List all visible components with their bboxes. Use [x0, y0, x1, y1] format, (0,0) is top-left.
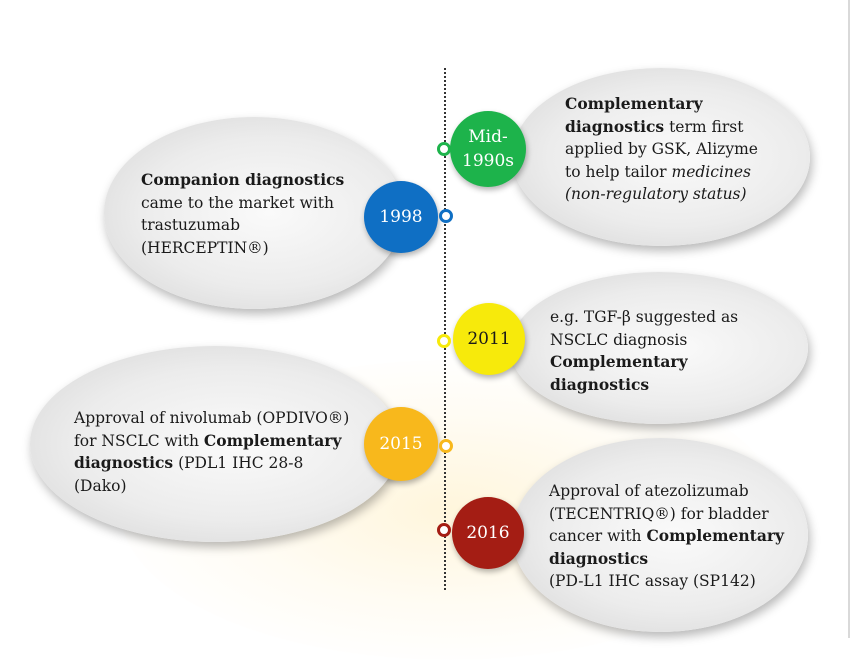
event-bubble-2011 [510, 272, 808, 424]
event-text-line: to help tailor medicines [565, 162, 752, 181]
event-text-line: diagnostics (PDL1 IHC 28-8 [74, 453, 304, 472]
event-text-line: (non-regulatory status) [565, 185, 747, 203]
timeline-dot-1998 [439, 209, 453, 223]
event-text-line: diagnostics term first [565, 116, 744, 136]
timeline-dot-2016 [437, 523, 451, 537]
event-text-line: NSCLC diagnosis [550, 330, 688, 349]
event-bubble-2015 [30, 346, 400, 542]
event-bubble-mid1990s [512, 68, 810, 246]
year-badge-2011: 2011 [453, 303, 525, 375]
year-label: 1998 [379, 207, 423, 227]
year-badge-mid1990s: Mid- 1990s [450, 111, 526, 187]
timeline-axis [444, 68, 446, 590]
timeline-dot-2011 [437, 334, 451, 348]
timeline-dot-mid1990s [437, 142, 451, 156]
event-bubble-2016 [512, 438, 808, 632]
timeline-dot-2015 [439, 439, 453, 453]
event-text-line: e.g. TGF-β suggested as [550, 308, 739, 326]
event-text-2015: Approval of nivolumab (OPDIVO®) for NSCL… [74, 407, 349, 497]
right-edge-border [848, 0, 850, 638]
event-text-line: for NSCLC with Complementary [74, 430, 342, 450]
event-text-line: (TECENTRIQ®) for bladder [549, 504, 769, 523]
event-text-line: trastuzumab [141, 216, 241, 234]
year-label-line2: 1990s [462, 151, 514, 171]
event-text-line: applied by GSK, Alizyme [565, 140, 758, 158]
year-badge-2015: 2015 [364, 407, 438, 481]
event-text-2016: Approval of atezolizumab (TECENTRIQ®) fo… [549, 480, 784, 593]
event-text-line: Complementary [565, 94, 703, 113]
year-label: 2015 [379, 434, 423, 454]
year-label: 2011 [467, 329, 511, 349]
event-text-line: Approval of atezolizumab [549, 482, 749, 500]
event-text-line: Complementary [550, 352, 688, 371]
year-label: 2016 [466, 523, 510, 543]
year-label-line1: Mid- [468, 127, 508, 147]
year-badge-1998: 1998 [364, 181, 438, 253]
event-bubble-1998 [104, 117, 404, 309]
event-text-line: (HERCEPTIN®) [141, 238, 269, 257]
year-badge-2016: 2016 [452, 497, 524, 569]
event-text-1998: Companion diagnostics came to the market… [141, 169, 344, 259]
event-text-2011: e.g. TGF-β suggested as NSCLC diagnosis … [550, 306, 738, 396]
event-text-line: cancer with Complementary [549, 526, 785, 545]
event-text-line: (Dako) [74, 476, 127, 495]
event-text-line: Companion diagnostics [141, 170, 345, 189]
event-text-line: Approval of nivolumab (OPDIVO®) [74, 409, 350, 427]
event-text-line: diagnostics [550, 374, 650, 394]
event-text-line: (PD-L1 IHC assay (SP142) [549, 572, 756, 590]
event-text-line: diagnostics [549, 548, 649, 568]
event-text-line: came to the market with [141, 193, 335, 212]
event-text-mid1990s: Complementary diagnostics term first app… [565, 93, 758, 206]
